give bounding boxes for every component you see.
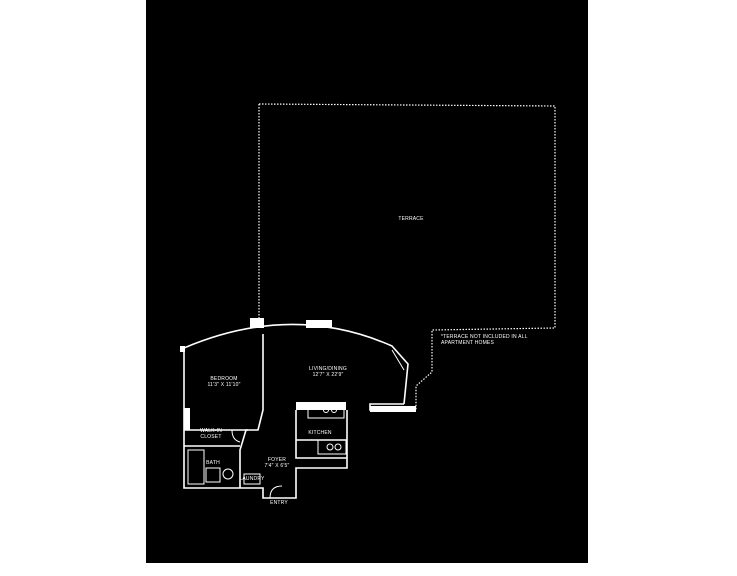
terrace-label: TERRACE bbox=[398, 216, 424, 222]
stove-burner bbox=[323, 407, 329, 413]
terrace-note-line2: APARTMENT HOMES bbox=[441, 340, 495, 346]
door-swing bbox=[269, 485, 283, 499]
laundry-label: LAUNDRY bbox=[239, 476, 265, 482]
bedroom-dims: 11'3" X 11'10" bbox=[207, 382, 241, 388]
kitchen-island bbox=[317, 439, 347, 455]
plan-panel bbox=[146, 0, 588, 563]
living-dining-label: LIVING/DINING bbox=[309, 366, 347, 372]
closet-label-2: CLOSET bbox=[200, 434, 222, 440]
entry-label: ENTRY bbox=[270, 500, 288, 506]
bedroom-label: BEDROOM bbox=[210, 376, 238, 382]
fixtures bbox=[187, 349, 405, 499]
kitchen-counter bbox=[307, 403, 345, 419]
foyer-label: FOYER bbox=[267, 457, 287, 463]
kitchen-label: KITCHEN bbox=[308, 430, 332, 436]
closet-label: WALK-IN bbox=[199, 428, 223, 434]
bathtub bbox=[187, 449, 205, 485]
sink-basin bbox=[326, 443, 334, 451]
bath-vanity bbox=[205, 467, 221, 483]
wall-blocks bbox=[180, 318, 416, 430]
stove-burner bbox=[331, 407, 337, 413]
laundry-unit bbox=[243, 473, 261, 485]
door-swing bbox=[391, 349, 405, 371]
door-swing bbox=[231, 429, 241, 443]
foyer-dims: 7'4" X 6'5" bbox=[264, 463, 290, 469]
toilet bbox=[222, 468, 234, 480]
terrace-note-line1: *TERRACE NOT INCLUDED IN ALL bbox=[441, 334, 528, 340]
sink-basin bbox=[334, 443, 342, 451]
living-dining-dims: 12'7" X 22'9" bbox=[312, 372, 344, 378]
bath-label: BATH bbox=[206, 460, 220, 466]
